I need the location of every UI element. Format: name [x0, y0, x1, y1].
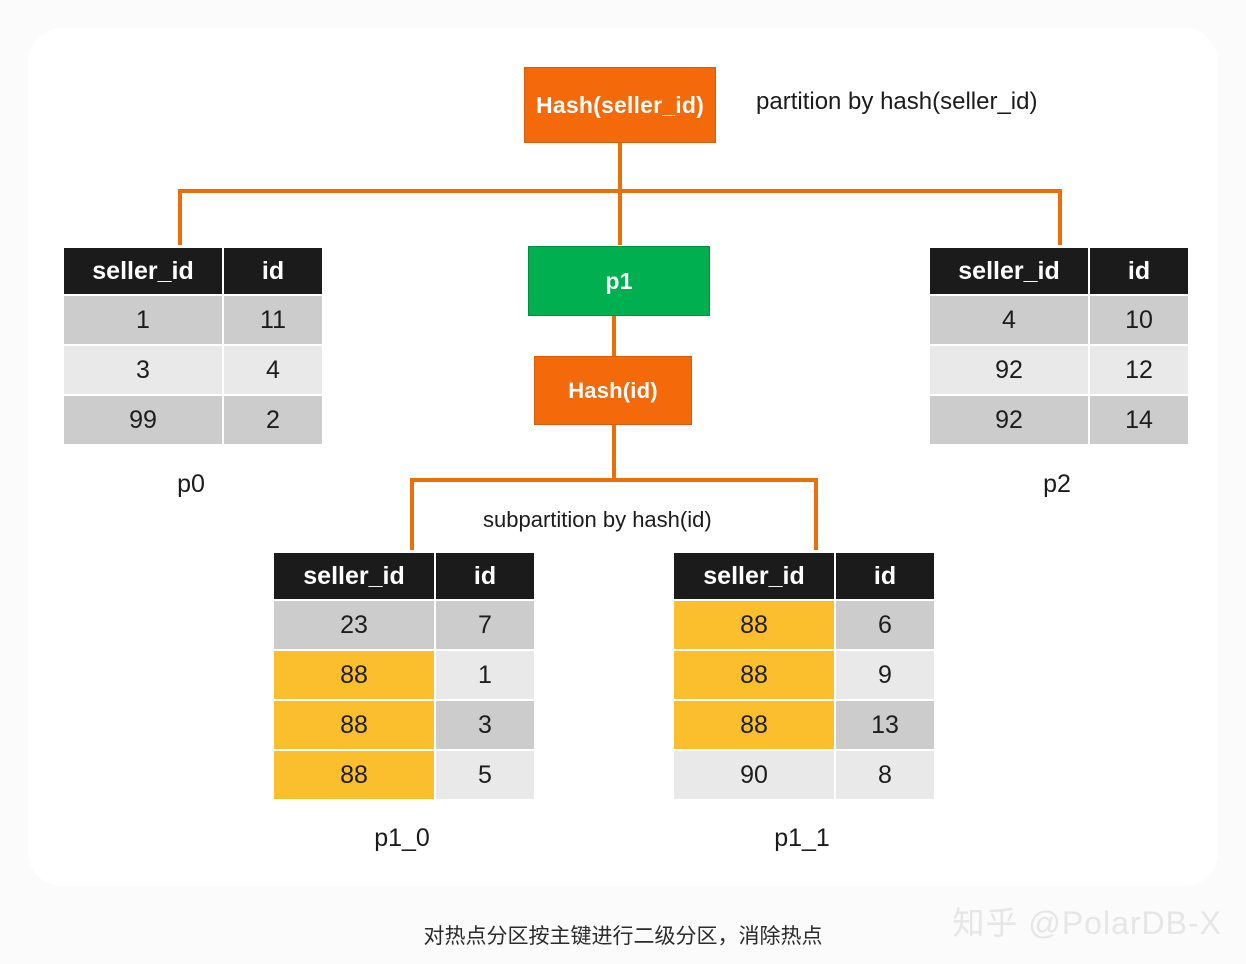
connector-to-p1-0 — [410, 478, 414, 550]
connector-to-p0 — [178, 189, 182, 245]
cell-id: 14 — [1090, 396, 1188, 444]
column-header-id: id — [836, 553, 934, 599]
column-header-id: id — [1090, 248, 1188, 294]
cell-id: 12 — [1090, 346, 1188, 394]
connector-to-p1-1 — [814, 478, 818, 550]
cell-id: 6 — [836, 601, 934, 649]
cell-id: 7 — [436, 601, 534, 649]
cell-id: 1 — [436, 651, 534, 699]
cell-id: 2 — [224, 396, 322, 444]
connector-to-p1 — [618, 189, 622, 245]
connector-level2-bar — [410, 478, 818, 482]
cell-seller-id: 88 — [274, 701, 434, 749]
column-header-seller_id: seller_id — [674, 553, 834, 599]
hash-seller-id-box[interactable]: Hash(seller_id) — [524, 67, 716, 143]
connector-root-down — [618, 143, 622, 192]
partition-label-p1_1: p1_1 — [774, 824, 830, 852]
hash-id-box[interactable]: Hash(id) — [534, 356, 692, 425]
diagram-caption: 对热点分区按主键进行二级分区，消除热点 — [423, 925, 823, 948]
diagram-card — [28, 28, 1218, 886]
cell-seller-id: 88 — [274, 651, 434, 699]
column-header-seller_id: seller_id — [64, 248, 222, 294]
cell-id: 13 — [836, 701, 934, 749]
column-header-seller_id: seller_id — [930, 248, 1088, 294]
cell-seller-id: 88 — [674, 701, 834, 749]
cell-seller-id: 88 — [674, 651, 834, 699]
cell-id: 8 — [836, 751, 934, 799]
cell-id: 9 — [836, 651, 934, 699]
column-header-seller_id: seller_id — [274, 553, 434, 599]
cell-seller-id: 88 — [274, 751, 434, 799]
cell-id: 5 — [436, 751, 534, 799]
connector-to-p2 — [1058, 189, 1062, 245]
p1-box-label: p1 — [605, 267, 633, 294]
cell-seller-id: 92 — [930, 346, 1088, 394]
partition-label-p0: p0 — [177, 470, 205, 498]
cell-id: 11 — [224, 296, 322, 344]
partition-by-hash-annotation: partition by hash(seller_id) — [756, 88, 1038, 115]
cell-seller-id: 3 — [64, 346, 222, 394]
cell-seller-id: 99 — [64, 396, 222, 444]
hash-seller-id-label: Hash(seller_id) — [536, 91, 704, 118]
partition-label-p1_0: p1_0 — [374, 824, 430, 852]
column-header-id: id — [224, 248, 322, 294]
cell-seller-id: 23 — [274, 601, 434, 649]
cell-seller-id: 1 — [64, 296, 222, 344]
hash-id-label: Hash(id) — [568, 377, 658, 403]
cell-id: 4 — [224, 346, 322, 394]
connector-p1-to-hashid — [612, 316, 616, 356]
p1-box[interactable]: p1 — [528, 246, 710, 316]
column-header-id: id — [436, 553, 534, 599]
watermark: 知乎 @PolarDB-X — [952, 905, 1222, 941]
cell-seller-id: 88 — [674, 601, 834, 649]
cell-seller-id: 90 — [674, 751, 834, 799]
cell-seller-id: 92 — [930, 396, 1088, 444]
cell-id: 3 — [436, 701, 534, 749]
cell-seller-id: 4 — [930, 296, 1088, 344]
connector-hashid-down — [612, 425, 616, 482]
partition-label-p2: p2 — [1043, 470, 1071, 498]
cell-id: 10 — [1090, 296, 1188, 344]
subpartition-by-hash-annotation: subpartition by hash(id) — [483, 507, 712, 532]
